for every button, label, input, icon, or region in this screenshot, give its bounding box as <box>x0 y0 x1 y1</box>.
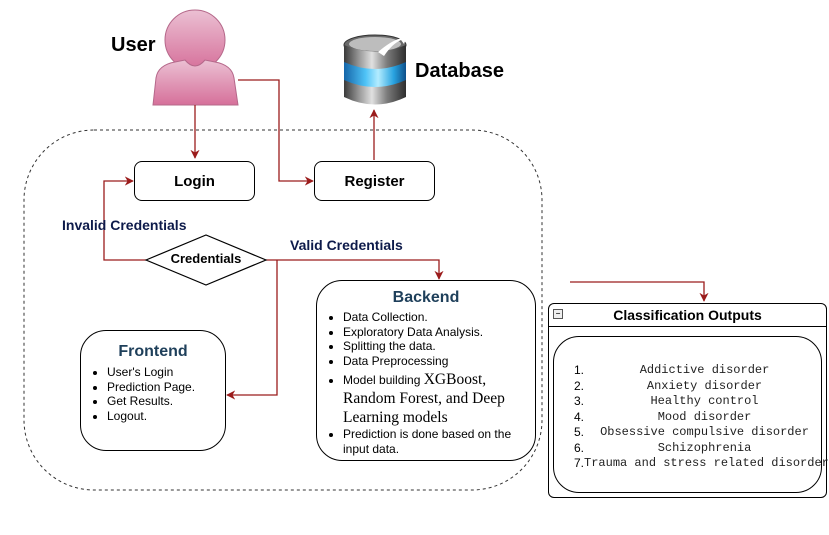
output-label: Healthy control <box>650 394 759 408</box>
backend-item: Data Preprocessing <box>343 354 535 369</box>
credentials-decision-shape <box>144 234 268 286</box>
output-item: 1. Addictive disorder <box>574 363 821 379</box>
backend-item: Splitting the data. <box>343 339 535 354</box>
output-item: 2. Anxiety disorder <box>574 379 821 395</box>
output-item: 3. Healthy control <box>574 394 821 410</box>
edge-to-outputs <box>570 281 709 302</box>
output-item: 4. Mood disorder <box>574 410 821 426</box>
output-label: Obsessive compulsive disorder <box>600 425 809 439</box>
output-item: 7. Trauma and stress related disorder <box>574 456 829 472</box>
model-prefix: Model building <box>343 373 424 387</box>
register-node[interactable]: Register <box>314 161 435 201</box>
invalid-credentials-label: Invalid Credentials <box>62 217 187 233</box>
frontend-card: Frontend User's Login Prediction Page. G… <box>80 330 226 451</box>
register-label: Register <box>344 172 405 190</box>
frontend-item: User's Login <box>107 365 225 380</box>
frontend-item: Prediction Page. <box>107 380 225 395</box>
edge-invalid-to-login <box>103 176 146 261</box>
frontend-list: User's Login Prediction Page. Get Result… <box>81 365 225 423</box>
login-node[interactable]: Login <box>134 161 255 201</box>
backend-title: Backend <box>392 289 460 306</box>
outputs-list-container: 1. Addictive disorder 2. Anxiety disorde… <box>553 336 829 493</box>
output-item: 6. Schizophrenia <box>574 441 821 457</box>
user-icon <box>152 9 239 106</box>
frontend-item: Get Results. <box>107 394 225 409</box>
output-number: 1. <box>574 363 585 377</box>
backend-item: Prediction is done based on the input da… <box>343 427 535 456</box>
edge-user-to-register <box>238 79 314 186</box>
output-label: Anxiety disorder <box>646 378 763 393</box>
backend-list: Data Collection. Exploratory Data Analys… <box>317 310 535 456</box>
outputs-header: − Classification Outputs <box>549 304 826 327</box>
classification-outputs-panel: − Classification Outputs 1. Addictive di… <box>548 303 829 498</box>
output-number: 3. <box>574 394 585 408</box>
backend-item-model: Model building XGBoost, Random Forest, a… <box>343 370 535 427</box>
output-number: 4. <box>574 409 585 424</box>
collapse-icon[interactable]: − <box>553 309 563 319</box>
database-label: Database <box>415 60 504 82</box>
user-label: User <box>111 34 156 56</box>
database-icon <box>343 34 408 105</box>
credentials-decision: Credentials <box>170 251 242 266</box>
outputs-title: Classification Outputs <box>613 307 762 323</box>
login-label: Login <box>174 172 215 190</box>
output-label: Trauma and stress related disorder <box>584 456 829 470</box>
frontend-item: Logout. <box>107 409 225 424</box>
output-number: 7. <box>574 456 585 470</box>
output-label: Addictive disorder <box>639 363 770 377</box>
model-names: XGBoost, Random Forest, and Deep Learnin… <box>343 371 505 426</box>
edge-valid-to-frontend <box>226 260 278 400</box>
output-number: 6. <box>574 440 585 455</box>
output-label: Mood disorder <box>657 409 752 424</box>
edge-valid-to-backend <box>266 259 444 280</box>
valid-credentials-label: Valid Credentials <box>290 237 403 253</box>
output-number: 5. <box>574 425 585 439</box>
output-item: 5. Obsessive compulsive disorder <box>574 425 821 441</box>
frontend-title: Frontend <box>118 343 188 360</box>
output-number: 2. <box>574 378 585 393</box>
backend-item: Data Collection. <box>343 310 535 325</box>
output-label: Schizophrenia <box>657 440 752 455</box>
backend-item: Exploratory Data Analysis. <box>343 325 535 340</box>
backend-card: Backend Data Collection. Exploratory Dat… <box>316 280 536 461</box>
system-boundary <box>23 129 543 491</box>
